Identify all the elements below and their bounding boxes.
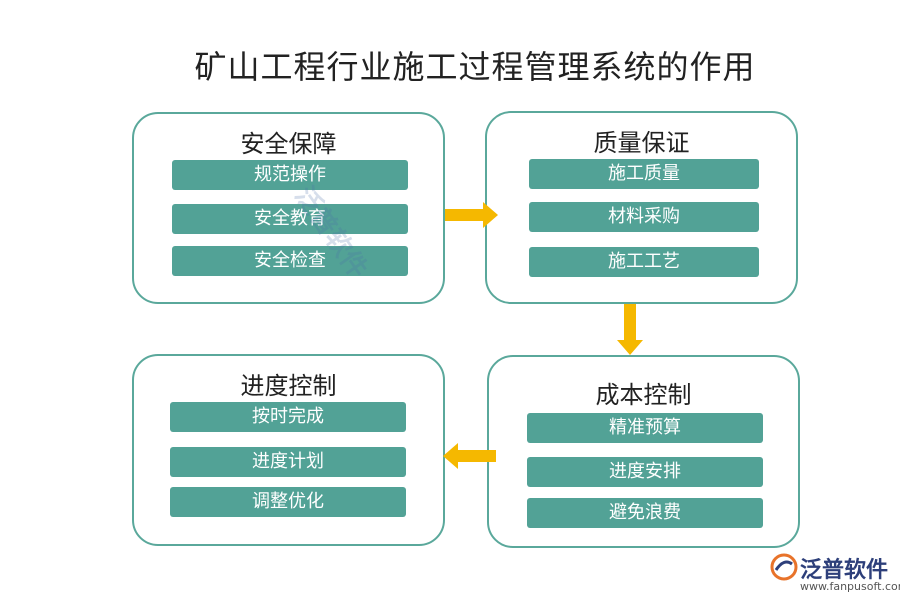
fanpu-logo-icon — [770, 553, 798, 581]
cost-item: 精准预算 — [527, 413, 763, 443]
progress-item: 按时完成 — [170, 402, 406, 432]
arrow-down-icon — [617, 304, 643, 355]
quality-item: 材料采购 — [529, 202, 759, 232]
logo-url: www.fanpusoft.com — [800, 580, 900, 593]
cost-item: 进度安排 — [527, 457, 763, 487]
progress-box-title: 进度控制 — [240, 372, 337, 400]
safety-box-title: 安全保障 — [240, 130, 337, 158]
progress-item: 进度计划 — [170, 447, 406, 477]
safety-box: 安全保障 规范操作 安全教育 安全检查 — [132, 112, 445, 304]
safety-item: 规范操作 — [172, 160, 408, 190]
quality-box-title: 质量保证 — [593, 129, 690, 157]
cost-box: 成本控制 精准预算 进度安排 避免浪费 — [487, 355, 800, 548]
arrow-right-icon — [445, 202, 498, 228]
quality-item: 施工质量 — [529, 159, 759, 189]
cost-item: 避免浪费 — [527, 498, 763, 528]
logo-name: 泛普软件 — [800, 558, 889, 583]
progress-item: 调整优化 — [170, 487, 406, 517]
safety-item: 安全检查 — [172, 246, 408, 276]
arrow-left-icon — [443, 443, 496, 469]
page-title: 矿山工程行业施工过程管理系统的作用 — [194, 48, 756, 86]
safety-item: 安全教育 — [172, 204, 408, 234]
quality-item: 施工工艺 — [529, 247, 759, 277]
progress-box: 进度控制 按时完成 进度计划 调整优化 — [132, 354, 445, 546]
quality-box: 质量保证 施工质量 材料采购 施工工艺 — [485, 111, 798, 304]
cost-box-title: 成本控制 — [595, 381, 692, 409]
